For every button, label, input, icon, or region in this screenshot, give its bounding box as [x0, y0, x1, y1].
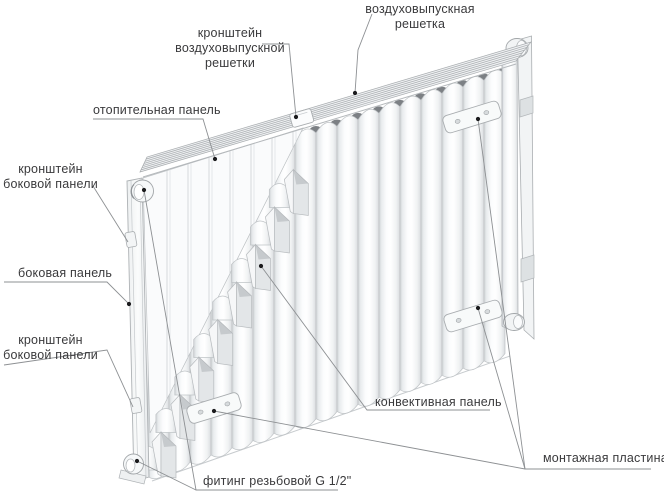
top-fitting-shade [130, 184, 135, 199]
leader-lines [3, 13, 651, 491]
convector-tube [483, 69, 506, 364]
leader-fitting-bottom [136, 460, 197, 491]
leader-side-panel-bracket-top [92, 185, 129, 243]
bottom-right-plug-face [513, 315, 523, 329]
fin-notch-shadow [161, 432, 176, 447]
mounting-plate-upper-right [442, 100, 502, 134]
back-strip-slot [520, 254, 535, 283]
convector-tube [315, 122, 338, 422]
label-line: кронштейн [18, 333, 83, 347]
convector-tube [336, 115, 359, 414]
leader-heating-panel [93, 118, 216, 160]
label-side-panel-bracket-top: кронштейн боковой панели [0, 162, 101, 192]
label-line: отопительная панель [93, 103, 221, 117]
side-panel-bracket-top-shape [124, 231, 138, 248]
air-vent-grille-bracket-shape [289, 108, 315, 128]
leader-mounting-plate-2 [477, 307, 526, 470]
label-line: воздуховыпускной [175, 41, 285, 55]
label-air-vent-grille-bracket: кронштейн воздуховыпускной решетки [158, 26, 302, 71]
fin-notch-shadow [236, 282, 252, 297]
grille-hatch-line [140, 57, 519, 171]
grille-hatch-line [142, 52, 523, 166]
label-line: кронштейн [197, 26, 263, 40]
label-side-panel-bracket-bottom: кронштейн боковой панели [0, 333, 101, 363]
convector-tube [420, 89, 443, 385]
grille-hatch-line [144, 47, 527, 162]
convector-tube [357, 108, 380, 407]
label-line: боковой панели [3, 177, 98, 191]
label-line: фитинг резьбовой G 1/2" [203, 474, 352, 488]
label-line: решетка [394, 17, 446, 31]
air-vent-grille [139, 41, 532, 178]
label-line: воздуховыпускная [365, 2, 475, 16]
leader-side-panel-bracket-bottom [3, 349, 134, 408]
label-line: конвективная панель [375, 395, 502, 409]
fin-notch-shadow [293, 169, 309, 185]
grille-hatch-line [145, 44, 529, 160]
grille-hatch-line [143, 49, 525, 164]
fin-notch-shadow [255, 244, 271, 260]
label-side-panel: боковая панель [18, 266, 112, 281]
air-vent-grille-hatch [140, 44, 529, 171]
label-threaded-fitting: фитинг резьбовой G 1/2" [203, 474, 351, 489]
label-convective-panel: конвективная панель [375, 395, 502, 410]
leader-convective-panel [260, 265, 490, 411]
fin-notch-shadow [198, 357, 214, 372]
label-heating-panel: отопительная панель [93, 103, 221, 118]
leader-side-panel [4, 281, 130, 305]
top-front-lip [142, 63, 517, 178]
label-air-vent-grille: воздуховыпускная решетка [350, 2, 490, 32]
leader-air-vent-grille-bracket [262, 43, 297, 118]
grille-hatch-line [141, 55, 521, 169]
leader-air-vent-grille [354, 13, 373, 94]
label-line: боковая панель [18, 266, 113, 280]
back-strip-slot [519, 95, 534, 118]
mounting-plate-lower-right [443, 299, 503, 333]
radiator-right-end [501, 35, 535, 340]
label-line: монтажная пластина [543, 451, 664, 465]
leader-mounting-plate-3 [477, 118, 526, 470]
label-line: решетки [204, 56, 256, 70]
leader-dots [126, 90, 481, 464]
label-line: кронштейн [18, 162, 83, 176]
mounting-plate-lower-left [186, 392, 242, 424]
bottom-fitting-opening [125, 458, 136, 473]
fin-notch-shadow [274, 207, 290, 222]
mounting-plates [186, 100, 503, 424]
convector-tube [399, 95, 422, 393]
label-line: боковой панели [3, 348, 98, 362]
side-panel-bracket-bottom-shape [129, 397, 143, 414]
end-channel [501, 45, 519, 329]
bottom-fitting-foot [118, 469, 147, 485]
convector-tube [378, 102, 401, 400]
back-edge-strip [517, 35, 535, 340]
label-mounting-plate: монтажная пластина [543, 451, 664, 466]
fin-notch-shadow [217, 319, 233, 335]
top-fitting-opening [133, 184, 145, 200]
